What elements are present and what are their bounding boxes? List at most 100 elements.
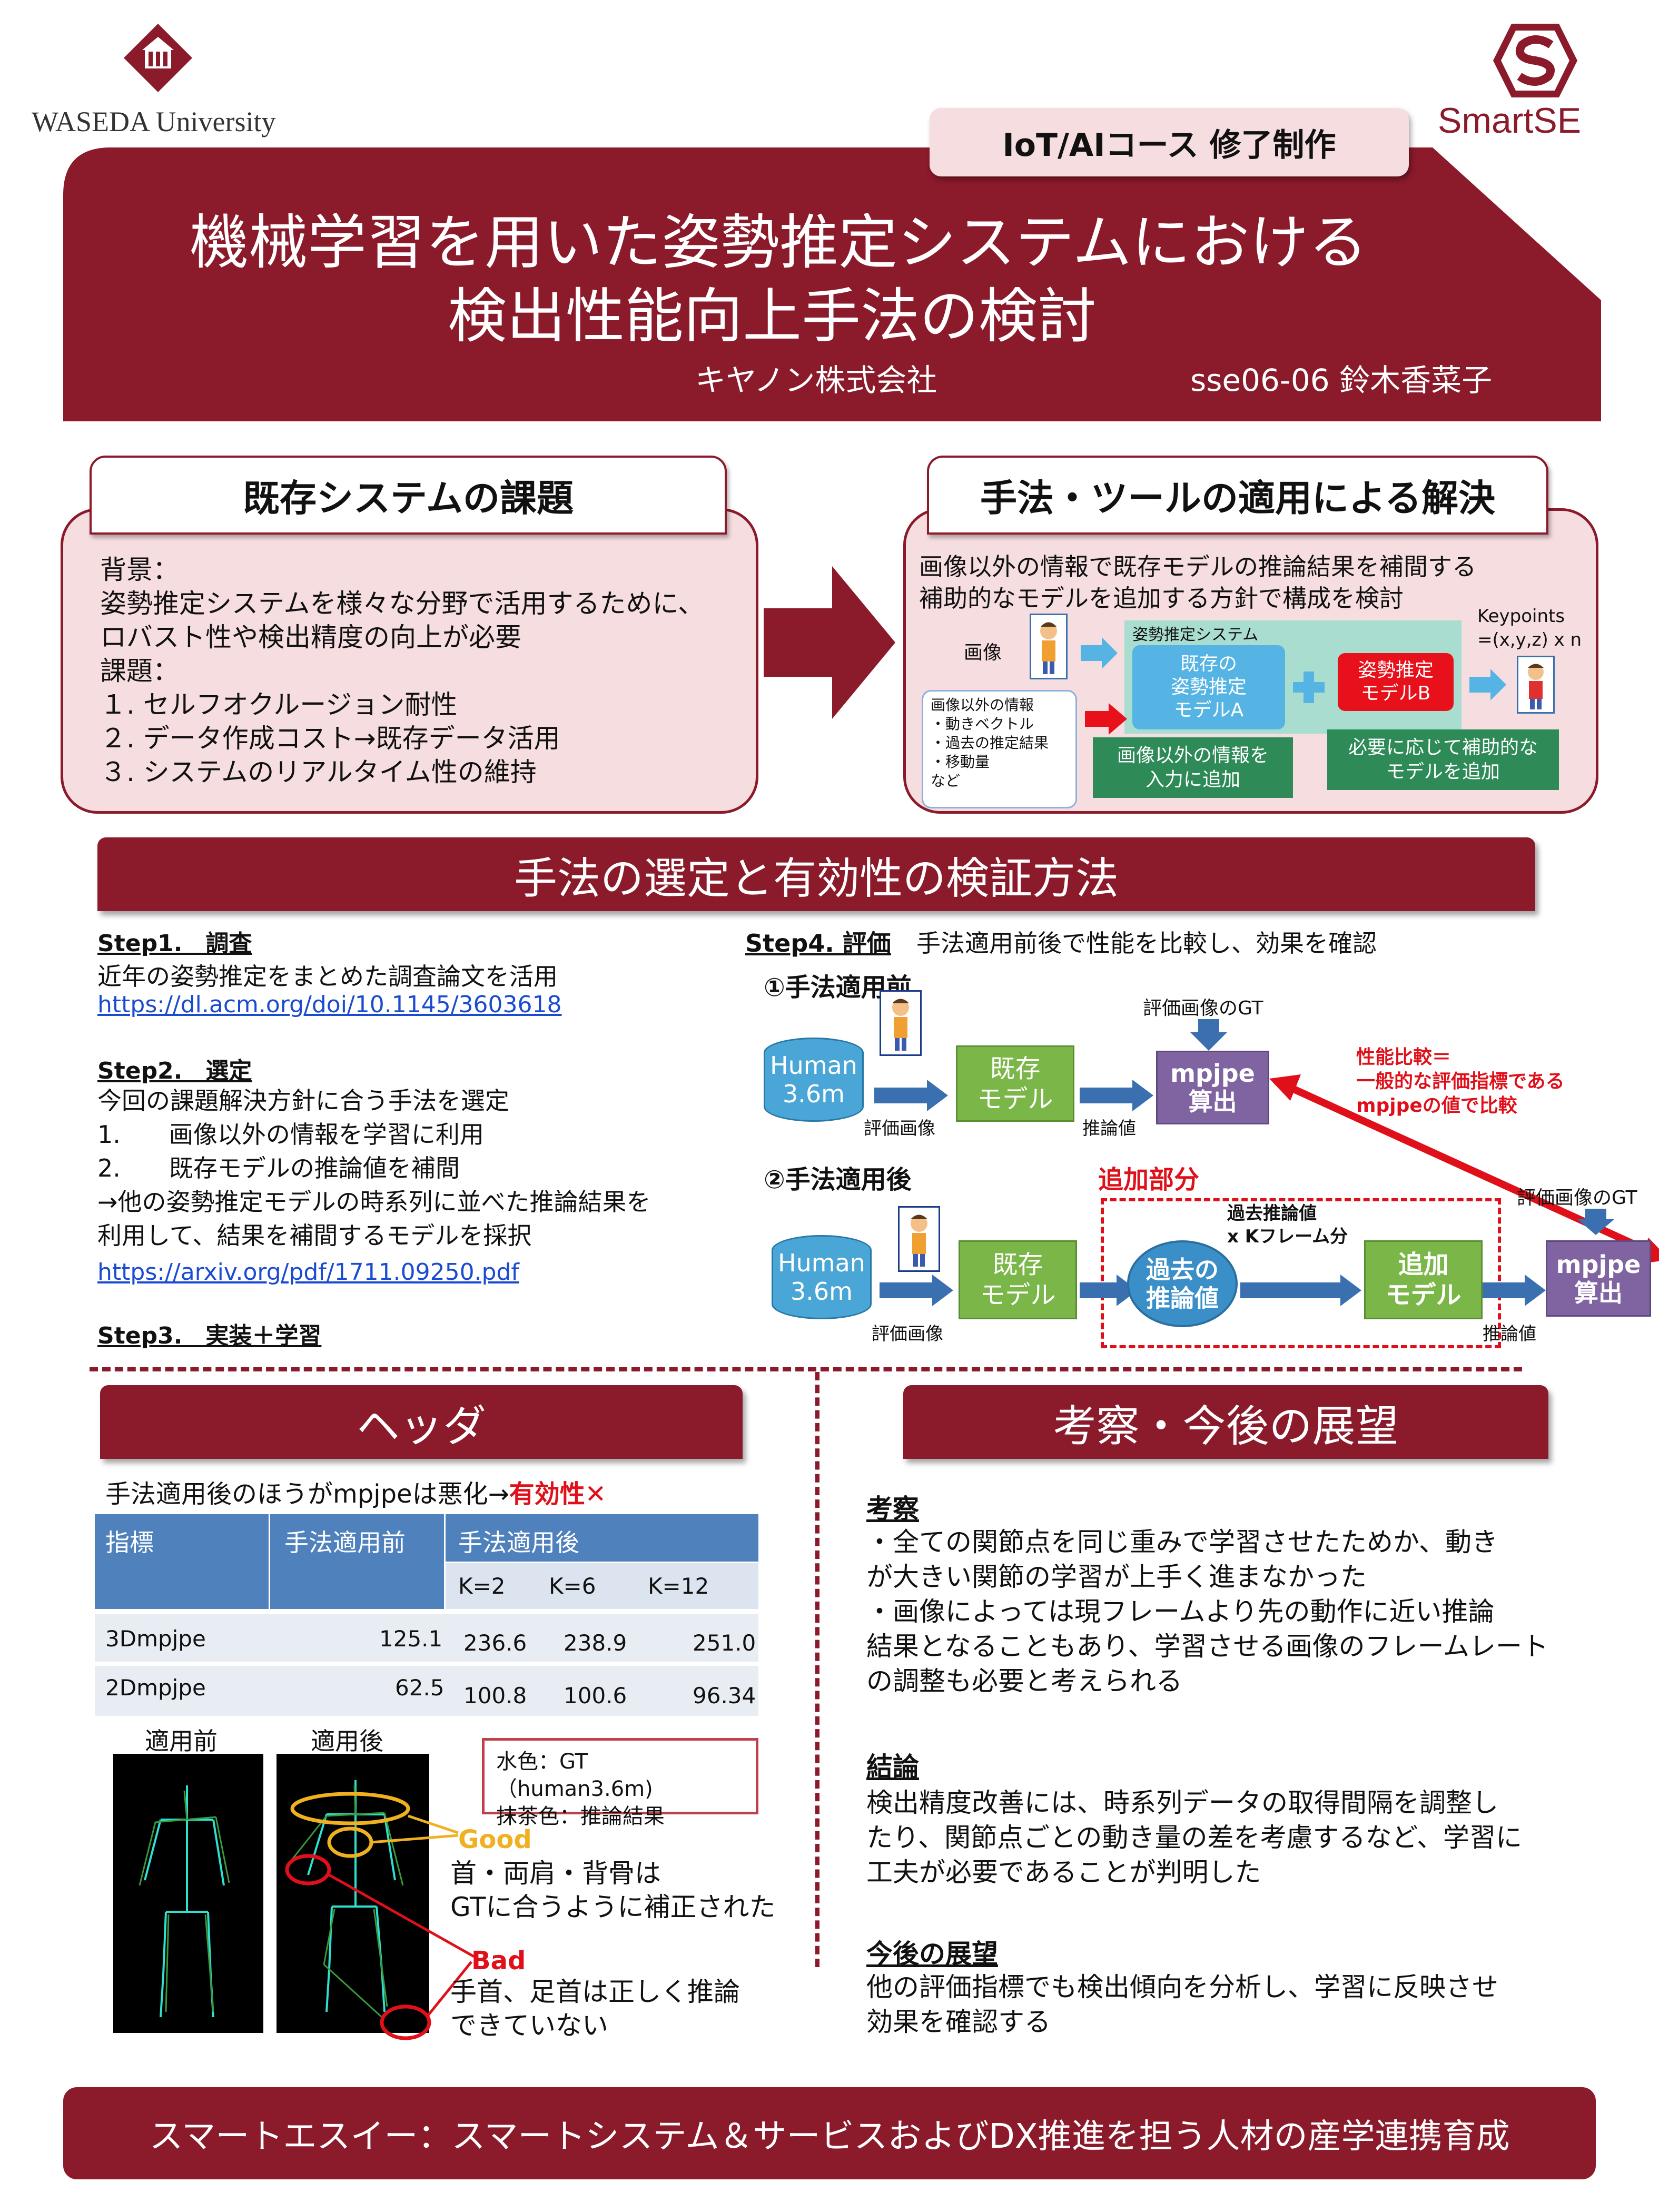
solution-heading: 手法・ツールの適用による解決: [927, 456, 1548, 535]
other-info-line: ・過去の推定結果: [931, 734, 1049, 752]
compare-line: 一般的な評価指標である: [1356, 1071, 1565, 1092]
note-input-line: 画像以外の情報を: [1117, 744, 1269, 766]
other-info-line: など: [931, 772, 961, 789]
horizontal-divider: [90, 1367, 1522, 1371]
problem-line: ３. システムのリアルタイム性の維持: [100, 757, 537, 787]
mpjpe-line: mpjpe: [1170, 1059, 1255, 1088]
keypoints-label: Keypoints: [1477, 606, 1565, 627]
pose-system-label: 姿勢推定システム: [1132, 626, 1259, 644]
human36m-db-after: Human 3.6m: [772, 1235, 872, 1319]
other-info-line: 画像以外の情報: [931, 696, 1034, 714]
note-input-line: 入力に追加: [1145, 768, 1240, 791]
past-infer-circle: 過去の 推論値: [1127, 1240, 1238, 1327]
compare-note: 性能比較＝ 一般的な評価指標である mpjpeの値で比較: [1356, 1045, 1565, 1118]
s1-line: が大きい関節の学習が上手く進まなかった: [866, 1562, 1367, 1592]
highlight-circles: [285, 1792, 475, 2040]
row-after: 251.0: [693, 1630, 756, 1656]
bad-line: できていない: [450, 2010, 608, 2041]
smartse-wordmark: SmartSE: [1438, 101, 1582, 141]
good-text: 首・両肩・背骨は GTに合うように補正された: [450, 1856, 776, 1924]
step1-link[interactable]: https://dl.acm.org/doi/10.1145/3603618: [97, 991, 562, 1018]
problem-box: [61, 508, 758, 814]
method-heading: 手法の選定と有効性の検証方法: [97, 837, 1535, 911]
model-a-line: 姿勢推定: [1170, 676, 1247, 698]
s1-line: の調整も必要と考えられる: [866, 1666, 1182, 1696]
eval-image-label: 評価画像: [864, 1118, 935, 1139]
model-b-line: 姿勢推定: [1357, 659, 1434, 681]
arrow-right-icon: [1240, 1275, 1361, 1306]
row-after: 96.34: [693, 1683, 756, 1709]
note-model-line: 必要に応じて補助的な: [1348, 736, 1538, 758]
problem-line: ロバスト性や検出精度の向上が必要: [100, 622, 521, 653]
model-a-line: モデルA: [1173, 699, 1244, 721]
other-info-box: 画像以外の情報 ・動きベクトル ・過去の推定結果 ・移動量 など: [922, 690, 1077, 808]
person-output-icon: [1517, 656, 1555, 714]
mpjpe-line: 算出: [1188, 1088, 1237, 1116]
k-label: K=12: [648, 1573, 709, 1599]
person-image-icon: [1030, 614, 1068, 679]
past-infer-note: 過去推論値 x Kフレーム分: [1227, 1202, 1348, 1248]
existing-model-line: 既存: [990, 1053, 1041, 1083]
added-model-box: 追加 モデル: [1364, 1240, 1483, 1319]
s1-line: ・画像によっては現フレームより先の動作に近い推論: [866, 1596, 1495, 1627]
eval-image-label: 評価画像: [872, 1324, 943, 1345]
compare-line: 性能比較＝: [1356, 1046, 1451, 1068]
step4-text: 手法適用前後で性能を比較し、効果を確認: [916, 929, 1377, 957]
smartse-emblem-icon: [1493, 24, 1577, 97]
s1-line: ・全ての関節点を同じ重みで学習させたためか、動き: [866, 1527, 1498, 1557]
mpjpe-after: mpjpe 算出: [1546, 1240, 1651, 1317]
problem-line: 姿勢推定システムを様々な分野で活用するために、: [100, 588, 704, 619]
summary-text: 手法適用後のほうがmpjpeは悪化→: [105, 1479, 509, 1509]
mpjpe-line: mpjpe: [1556, 1250, 1641, 1279]
waseda-wordmark: WASEDA University: [32, 106, 276, 137]
good-line: GTに合うように補正された: [450, 1892, 776, 1922]
existing-model-line: 既存: [992, 1250, 1043, 1279]
existing-model-line: モデル: [980, 1280, 1056, 1310]
smartse-logo: SmartSE: [1433, 21, 1643, 141]
row-after: 236.6: [463, 1630, 527, 1656]
arrow-right-icon: [874, 1080, 948, 1111]
plus-icon: [1293, 671, 1325, 703]
vertical-divider: [815, 1372, 819, 1967]
model-a-box: 既存の 姿勢推定 モデルA: [1132, 645, 1285, 729]
good-label: Good: [458, 1825, 532, 1854]
title-line-2: 検出性能向上手法の検討: [448, 282, 1097, 351]
problem-line: 背景：: [100, 555, 179, 585]
footer-bar: スマートエスイー：スマートシステム＆サービスおよびDX推進を担う人材の産学連携育…: [63, 2087, 1596, 2179]
bad-text: 手首、足首は正しく推論 できていない: [450, 1975, 740, 2042]
legend-line: 抹茶色：推論結果: [496, 1804, 665, 1829]
note-model-box: 必要に応じて補助的な モデルを追加: [1327, 729, 1559, 790]
k-label: K=6: [549, 1573, 596, 1599]
good-line: 首・両肩・背骨は: [450, 1858, 661, 1889]
step1-text: 近年の姿勢推定をまとめた調査論文を活用: [97, 962, 558, 991]
row-after: 100.6: [564, 1683, 627, 1709]
step2-line: 1. 画像以外の情報を学習に利用: [97, 1120, 484, 1149]
human-label: 3.6m: [791, 1277, 853, 1306]
row-before: 125.1: [379, 1626, 443, 1652]
step3-title: Step3. 実装＋学習: [97, 1322, 322, 1349]
problem-line: ２. データ作成コスト→既存データ活用: [100, 723, 560, 754]
human-label: Human: [778, 1249, 865, 1277]
step2-link[interactable]: https://arxiv.org/pdf/1711.09250.pdf: [97, 1259, 519, 1286]
human-label: 3.6m: [783, 1080, 845, 1108]
big-right-arrow-icon: [764, 566, 895, 719]
gt-label-before: 評価画像のGT: [1143, 998, 1263, 1019]
discussion-s2-text: 検出精度改善には、時系列データの取得間隔を調整し たり、関節点ごとの動き量の差を…: [866, 1785, 1522, 1890]
mpjpe-before: mpjpe 算出: [1156, 1051, 1269, 1124]
discussion-s3-title: 今後の展望: [866, 1939, 998, 1969]
problem-text: 背景： 姿勢推定システムを様々な分野で活用するために、 ロバスト性や検出精度の向…: [100, 553, 704, 789]
arrow-right-icon: [1483, 1275, 1546, 1306]
title-banner: 機械学習を用いた姿勢推定システムにおける 検出性能向上手法の検討 キヤノン株式会…: [63, 147, 1601, 421]
discussion-s1-title: 考察: [866, 1494, 919, 1524]
added-model-line: 追加: [1398, 1250, 1449, 1279]
step2-title: Step2. 選定: [97, 1058, 252, 1084]
s3-line: 他の評価指標でも検出傾向を分析し、学習に反映させ: [866, 1972, 1498, 2002]
skeleton-before-image: [113, 1754, 263, 2033]
step2-line: 今回の課題解決方針に合う手法を選定: [97, 1087, 509, 1115]
arrow-right-icon: [1080, 1080, 1153, 1111]
title-line-1: 機械学習を用いた姿勢推定システムにおける: [190, 209, 1368, 277]
infer-value-label: 推論値: [1082, 1118, 1136, 1139]
image-label: 画像: [964, 642, 1002, 664]
problem-line: 課題：: [100, 656, 179, 686]
waseda-emblem-icon: [124, 24, 192, 92]
